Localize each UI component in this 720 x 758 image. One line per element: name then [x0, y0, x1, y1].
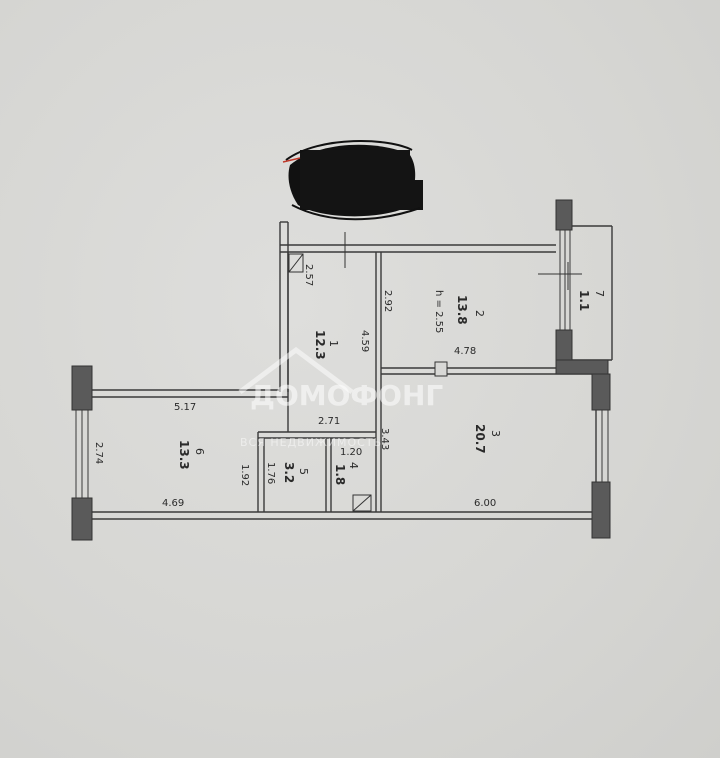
dim-4-69: 4.69 — [162, 498, 184, 509]
room-2-number: 2 — [473, 310, 486, 317]
dim-2-71: 2.71 — [318, 416, 340, 427]
wall-piers — [71, 199, 611, 541]
walls — [90, 221, 613, 520]
room-2-area: 13.8 — [455, 295, 469, 325]
room-3-area: 20.7 — [473, 424, 487, 454]
fixtures — [288, 232, 582, 512]
ceiling-height: h = 2.55 — [433, 290, 444, 333]
dim-4-78: 4.78 — [454, 346, 476, 357]
watermark: ДОМОФОНГ ВСЯ НЕДВИЖИМОСТЬ — [238, 346, 443, 449]
room-1-area: 12.3 — [313, 330, 327, 360]
dim-1-92: 1.92 — [239, 464, 250, 486]
room-labels: 2.57 1 12.3 4.59 2.71 3.43 2.92 2 13.8 h… — [93, 264, 606, 509]
room-3-number: 3 — [489, 430, 502, 437]
dim-2-74: 2.74 — [93, 442, 104, 464]
room-7-area: 1.1 — [577, 290, 591, 311]
watermark-tagline: ВСЯ НЕДВИЖИМОСТЬ — [240, 436, 382, 449]
room-5-area: 3.2 — [282, 462, 296, 483]
room-6-area: 13.3 — [177, 440, 191, 470]
room-1-number: 1 — [327, 340, 340, 347]
dim-6-00: 6.00 — [474, 498, 496, 509]
dim-2-92: 2.92 — [382, 290, 393, 312]
dim-4-59: 4.59 — [359, 330, 370, 352]
dim-1-20: 1.20 — [340, 447, 362, 458]
room-4-number: 4 — [347, 462, 360, 469]
room-5-number: 5 — [297, 468, 310, 475]
dim-3-43: 3.43 — [379, 428, 390, 450]
room-6-number: 6 — [193, 448, 206, 455]
dim-5-17: 5.17 — [174, 402, 196, 413]
windows — [75, 230, 609, 498]
redaction-scribble — [282, 140, 423, 221]
dim-1-76: 1.76 — [265, 462, 276, 484]
room-4-area: 1.8 — [333, 464, 347, 485]
watermark-brand: ДОМОФОНГ — [250, 379, 443, 412]
room-7-number: 7 — [593, 290, 606, 297]
dim-2-57: 2.57 — [303, 264, 314, 286]
